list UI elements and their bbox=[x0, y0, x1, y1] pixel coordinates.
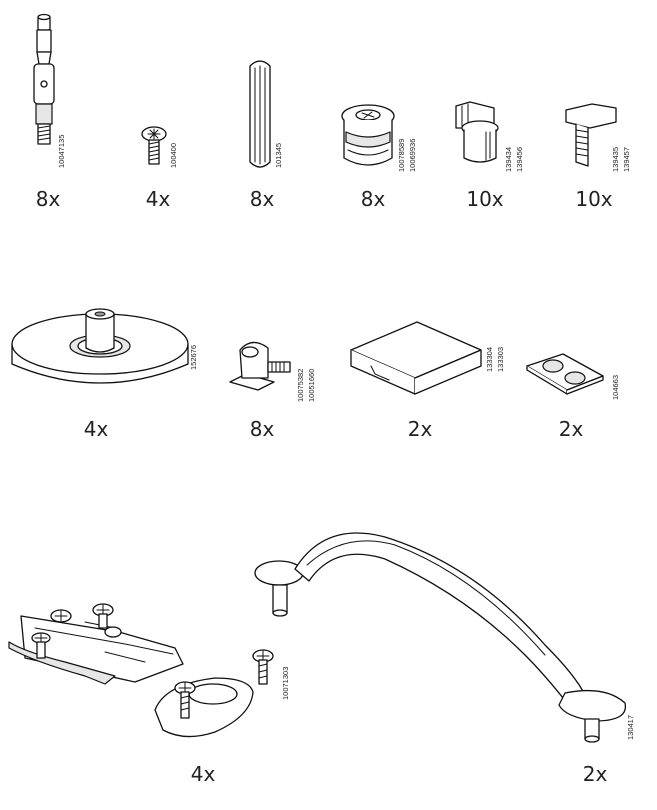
quantity-label: 2x bbox=[407, 417, 433, 441]
part-code: 104663 bbox=[611, 374, 620, 400]
part-code: 139457 bbox=[622, 146, 631, 172]
part-code: 133303 bbox=[496, 346, 505, 372]
part-code: 10075382 bbox=[296, 368, 305, 402]
quantity-label: 10x bbox=[575, 187, 613, 211]
shelf-pin-icon bbox=[565, 103, 617, 167]
part-code: 152676 bbox=[189, 344, 198, 370]
quantity-label: 10x bbox=[466, 187, 504, 211]
bracket-icon bbox=[229, 341, 291, 391]
quantity-label: 8x bbox=[35, 187, 61, 211]
quantity-label: 8x bbox=[360, 187, 386, 211]
part-code: 139456 bbox=[515, 146, 524, 172]
part-code: 10051660 bbox=[307, 368, 316, 402]
part-code: 130417 bbox=[626, 714, 635, 740]
quantity-label: 4x bbox=[145, 187, 171, 211]
handle-icon bbox=[254, 532, 627, 743]
hinge-screw bbox=[31, 632, 51, 659]
part-code: 10078589 bbox=[397, 138, 406, 172]
quantity-label: 4x bbox=[83, 417, 109, 441]
part-code: 101345 bbox=[274, 142, 283, 168]
bumper-pads-icon bbox=[526, 353, 604, 395]
cam-lock-icon bbox=[341, 104, 395, 166]
part-code: 100400 bbox=[169, 142, 178, 168]
hinge-icon bbox=[8, 603, 274, 738]
cam-bolt-icon bbox=[33, 13, 55, 145]
quantity-label: 2x bbox=[558, 417, 584, 441]
wood-dowel-icon bbox=[249, 60, 271, 168]
quantity-label: 4x bbox=[190, 762, 216, 786]
quantity-label: 8x bbox=[249, 417, 275, 441]
shelf-support-icon bbox=[455, 101, 499, 163]
part-code: 10069936 bbox=[408, 138, 417, 172]
screw-icon bbox=[141, 126, 167, 165]
part-code: 10047135 bbox=[57, 134, 66, 168]
part-code: 139435 bbox=[611, 146, 620, 172]
quantity-label: 2x bbox=[582, 762, 608, 786]
part-code: 133304 bbox=[485, 346, 494, 372]
part-code: 139434 bbox=[504, 146, 513, 172]
square-block-icon bbox=[350, 321, 482, 395]
round-foot-icon bbox=[11, 308, 189, 384]
quantity-label: 8x bbox=[249, 187, 275, 211]
